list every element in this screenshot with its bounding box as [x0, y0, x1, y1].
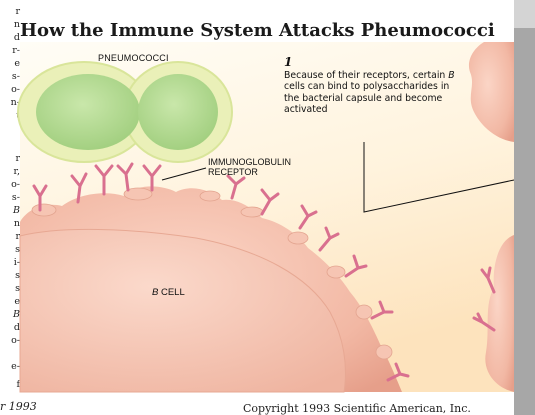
scrollbar-top-region[interactable] [514, 0, 535, 28]
step-caption: Because of their receptors, certain B ce… [284, 70, 464, 115]
prev-text-fragment: n- [10, 97, 20, 108]
immunoglobulin-receptors [32, 162, 410, 382]
prev-text-fragment: i- [13, 257, 20, 268]
prev-text-fragment: B [13, 309, 20, 320]
bacterium-left [36, 74, 140, 150]
prev-text-fragment: e [14, 58, 20, 69]
caption-italic: B [448, 70, 455, 81]
prev-text-fragment: s- [11, 192, 20, 203]
footer-copyright: Copyright 1993 Scientific American, Inc. [243, 402, 471, 415]
b-cell-nucleus [19, 228, 346, 393]
neighbor-receptors [472, 266, 496, 332]
pneumococcus-pair [17, 61, 233, 163]
b-cell-label: B CELL [152, 287, 185, 298]
caption-part: Because of their receptors, certain [284, 70, 449, 81]
prev-text-fragment: r [15, 231, 20, 242]
prev-text-fragment: d [13, 322, 20, 333]
prev-text-fragment: d [13, 32, 20, 43]
prev-text-fragment: B [13, 205, 20, 216]
receptor-label-line: IMMUNOGLOBULIN [208, 157, 292, 167]
pneumococci-label: PNEUMOCOCCI [98, 53, 169, 63]
receptor-label-line: RECEPTOR [208, 167, 258, 177]
vertical-scrollbar[interactable] [514, 0, 535, 415]
caption-part: cells can bind to polysaccharides in the… [284, 81, 450, 115]
prev-text-fragment: r [15, 6, 20, 17]
prev-text-fragment: o- [11, 179, 20, 190]
prev-text-fragment: r- [12, 45, 20, 56]
figure-title: How the Immune System Attacks Pheumococc… [20, 20, 495, 41]
b-cell-label-rest: CELL [158, 287, 185, 298]
prev-text-fragment: s [15, 283, 20, 294]
footer-date: r 1993 [0, 400, 37, 413]
immunoglobulin-receptor-label: IMMUNOGLOBULIN RECEPTOR [208, 157, 291, 177]
receptor-pointer-line [161, 167, 207, 181]
step-bracket-line [363, 142, 515, 213]
membrane-ruffles [31, 187, 393, 360]
prev-text-fragment: o- [11, 84, 20, 95]
prev-text-fragment: r, [13, 166, 20, 177]
bacterium-right [138, 74, 218, 150]
previous-column-text: r n d r- e s- o- n- t r r, o- s- B n r s… [0, 0, 22, 392]
prev-text-fragment: s- [11, 71, 20, 82]
prev-text-fragment: e [14, 296, 20, 307]
prev-text-fragment: r [15, 153, 20, 164]
prev-text-fragment: e- [11, 361, 20, 372]
neighbor-cell-bottom [485, 235, 514, 392]
b-cell-label-b: B [152, 287, 159, 298]
prev-text-fragment: s [15, 270, 20, 281]
step-number: 1 [284, 55, 293, 69]
prev-text-fragment: f [16, 379, 20, 390]
prev-text-fragment: o- [11, 335, 20, 346]
neighbor-cell-top [468, 42, 514, 142]
prev-text-fragment: s [15, 244, 20, 255]
prev-text-fragment: n [13, 19, 20, 30]
prev-text-fragment: n [13, 218, 20, 229]
